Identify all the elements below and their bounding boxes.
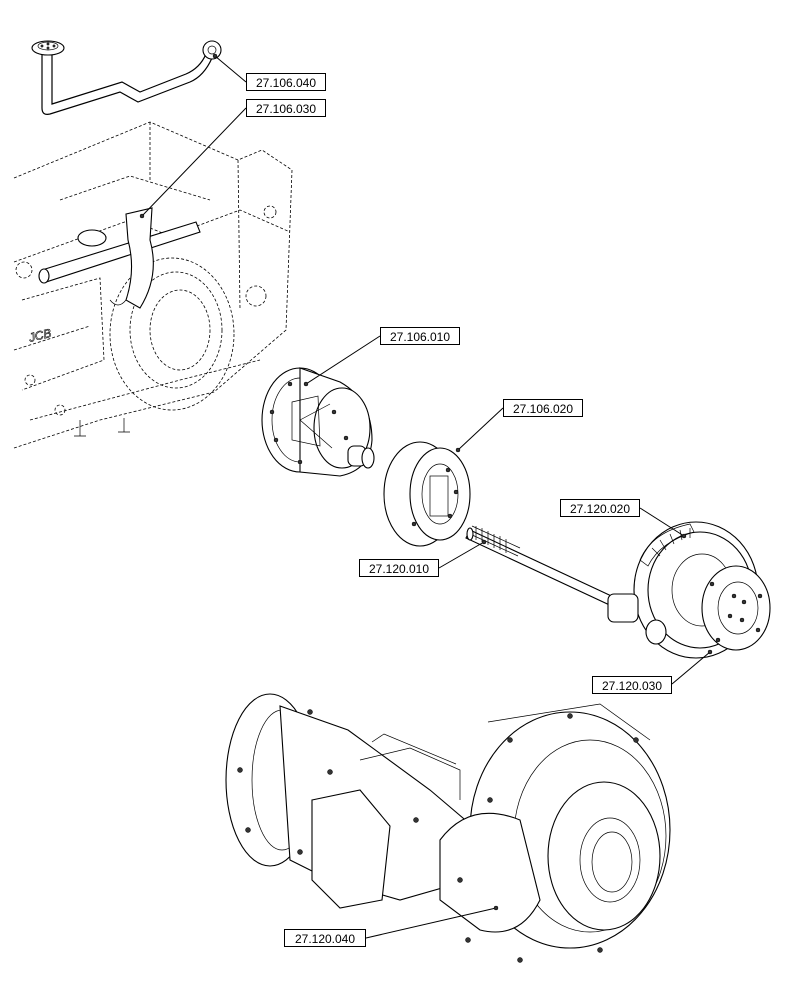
callout-27-120-020: 27.120.020 [560, 499, 640, 517]
transmission-housing: JCB [13, 121, 293, 449]
callout-27-120-040: 27.120.040 [284, 929, 366, 947]
output-flange [701, 565, 771, 651]
housing-marking: JCB [26, 326, 52, 345]
callout-27-106-040: 27.106.040 [246, 73, 326, 91]
axle-housing [225, 693, 671, 963]
shift-fork [38, 207, 201, 309]
axle-shaft [465, 525, 621, 609]
lube-pipe [31, 40, 222, 115]
callout-27-106-030: 27.106.030 [246, 99, 326, 117]
callout-27-106-010: 27.106.010 [380, 327, 460, 345]
differential-assembly [261, 367, 375, 477]
callout-27-106-020: 27.106.020 [503, 399, 583, 417]
diff-lock-coupler [383, 441, 471, 547]
callout-27-120-010: 27.120.010 [359, 559, 439, 577]
callout-27-120-030: 27.120.030 [592, 676, 672, 694]
leader-lines [139, 53, 713, 939]
